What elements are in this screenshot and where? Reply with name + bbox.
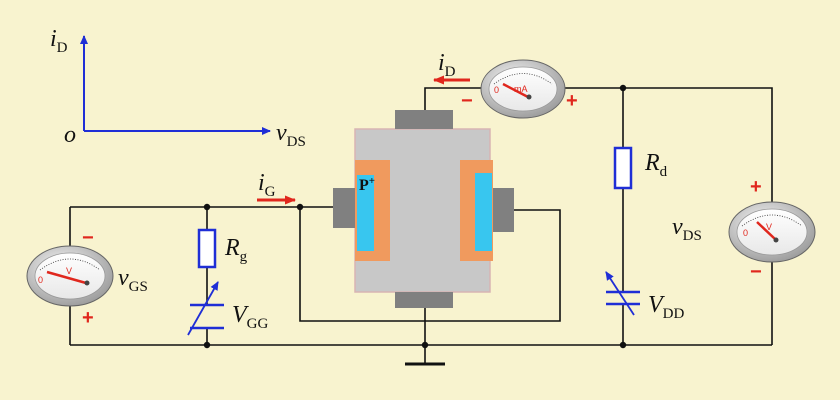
- vgs-voltmeter: 0 V − +: [26, 227, 114, 329]
- gate-tie-loop: [299, 207, 561, 322]
- vds-voltmeter: 0 V + −: [728, 176, 816, 283]
- vds-meter-plus: +: [750, 176, 762, 198]
- rd-resistor: [613, 146, 633, 190]
- p-plus-label: P+: [359, 175, 375, 194]
- rd-label: Rd: [644, 150, 668, 180]
- ammeter-zero: 0: [494, 85, 499, 95]
- vdd-variable-arrow: [605, 271, 635, 316]
- vgg-variable-arrow: [187, 281, 219, 336]
- vgs-meter-unit: V: [66, 266, 72, 276]
- gate-contact-right: [490, 188, 514, 232]
- vgs-label: vGS: [118, 265, 148, 295]
- vgg-source: [187, 281, 224, 336]
- rg-resistor: [197, 228, 217, 269]
- ammeter-needle: [502, 82, 529, 99]
- junction-dot: [619, 84, 627, 92]
- vds-meter-scale: [741, 214, 803, 227]
- vds-meter-face: [736, 208, 808, 256]
- vds-label: vDS: [672, 214, 702, 244]
- channel-left: [357, 175, 374, 251]
- drain-contact: [395, 110, 453, 129]
- vgs-meter-zero: 0: [38, 275, 43, 285]
- origin-label: o: [64, 122, 76, 148]
- ammeter: 0 mA − +: [461, 59, 578, 119]
- junction-dot: [421, 341, 429, 349]
- vgs-meter-needle: [46, 270, 87, 285]
- vds-meter-pivot: [773, 237, 779, 243]
- ammeter-pivot: [526, 94, 532, 100]
- y-axis-label: iD: [50, 26, 68, 56]
- id-current-label: iD: [438, 50, 456, 80]
- vds-meter-unit: V: [766, 222, 772, 232]
- ammeter-plus: +: [566, 90, 578, 112]
- vgs-meter-plus: +: [82, 307, 94, 329]
- junction-dot: [203, 203, 211, 211]
- channel-right: [475, 173, 492, 251]
- gate-contact-left: [333, 188, 355, 228]
- vgs-meter-minus: −: [82, 227, 94, 249]
- junction-dot: [619, 341, 627, 349]
- vgs-meter-pivot: [84, 280, 90, 286]
- ammeter-face: [488, 66, 558, 112]
- x-axis-label: vDS: [276, 120, 306, 150]
- vgs-meter-scale: [39, 258, 101, 271]
- vdd-label: VDD: [648, 292, 685, 322]
- rg-label: Rg: [224, 235, 248, 265]
- source-contact: [395, 292, 453, 308]
- vgg-label: VGG: [232, 302, 269, 332]
- ig-current-label: iG: [258, 170, 276, 200]
- drain-rail: [560, 87, 773, 203]
- junction-dot: [203, 341, 211, 349]
- vds-meter-needle: [756, 221, 776, 240]
- jfet-device: P+: [333, 110, 514, 308]
- ammeter-minus: −: [461, 90, 473, 112]
- vds-meter-minus: −: [750, 261, 762, 283]
- ammeter-unit: mA: [514, 84, 528, 94]
- junction-dots: [203, 84, 627, 349]
- vgs-meter-face: [34, 252, 106, 300]
- vds-meter-zero: 0: [743, 228, 748, 238]
- vdd-source: [605, 271, 640, 316]
- wires: [69, 87, 773, 363]
- id-vds-axes: iD vDS o: [50, 26, 306, 150]
- drain-wire: [424, 87, 486, 110]
- junction-dot: [296, 203, 304, 211]
